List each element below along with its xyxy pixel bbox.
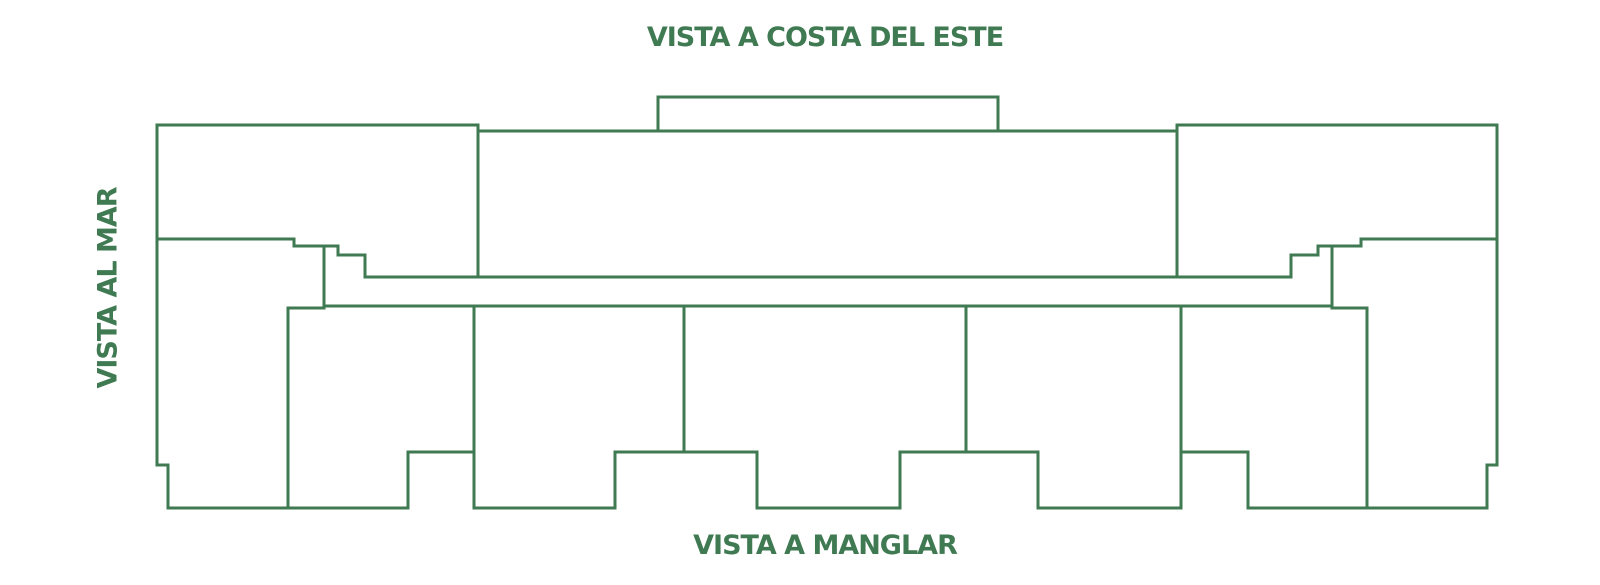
corridor: [322, 244, 1334, 308]
upper-left-wing: [155, 123, 480, 279]
upper-central-block: [363, 129, 1179, 279]
lower-unit-2: [472, 304, 1369, 510]
view-label-costa-del-este: VISTA A COSTA DEL ESTE: [646, 22, 1004, 53]
left-outer-wall: [155, 237, 290, 510]
lower-left-unit: [286, 306, 476, 510]
right-outer-wall: [1365, 237, 1499, 510]
upper-right-wing: [1175, 123, 1499, 279]
top-center-block: [656, 95, 1000, 133]
view-label-manglar: VISTA A MANGLAR: [693, 530, 958, 561]
